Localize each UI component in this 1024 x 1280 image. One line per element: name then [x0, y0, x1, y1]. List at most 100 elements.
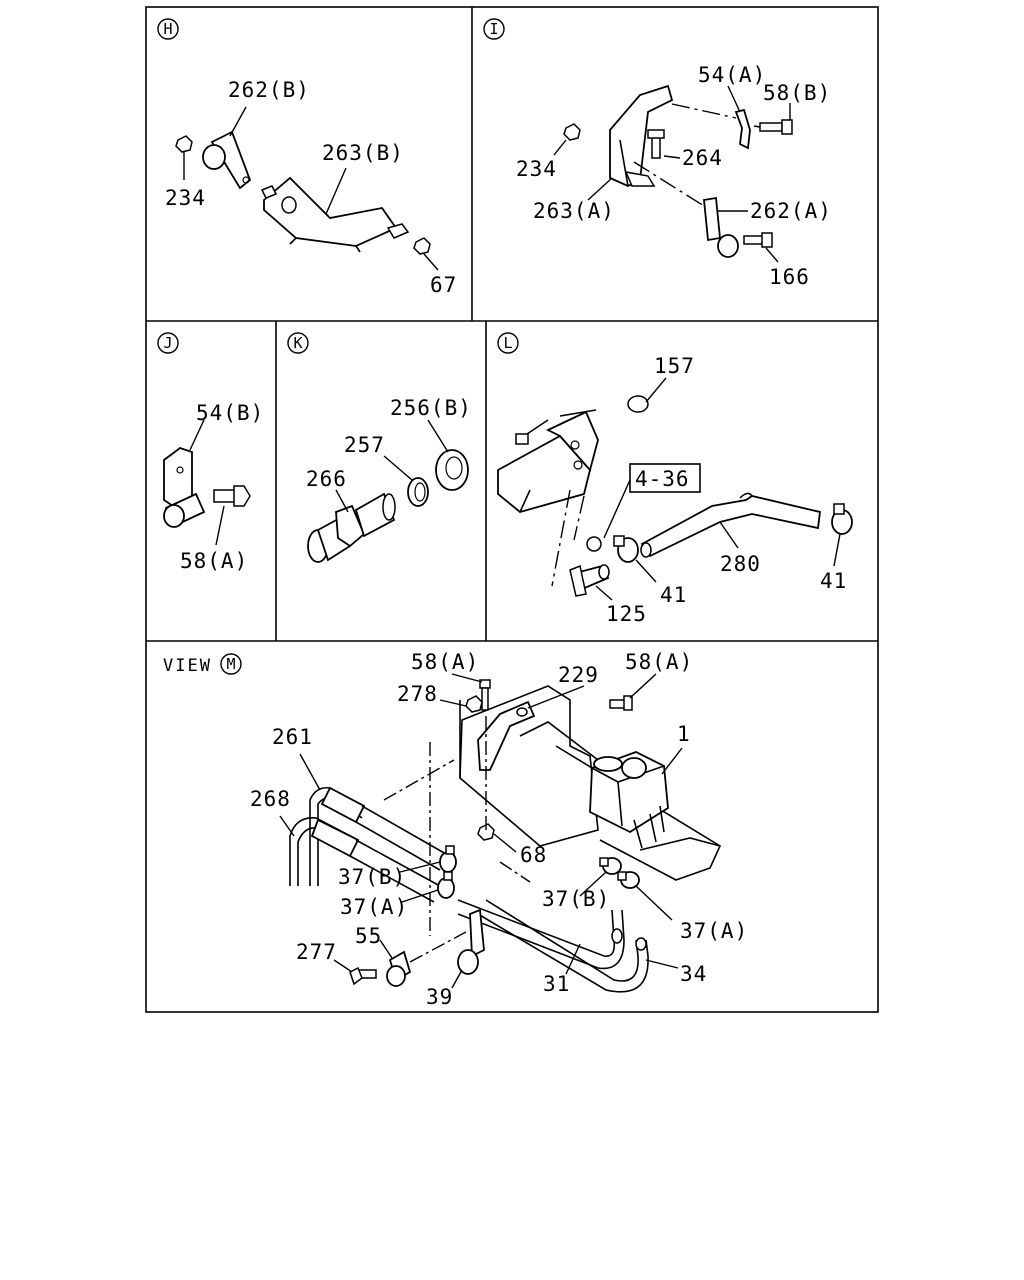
clamp-37a-left — [437, 871, 455, 899]
label-264: 264 — [682, 146, 723, 170]
label-234-i: 234 — [516, 157, 557, 181]
label-257: 257 — [344, 433, 385, 457]
label-ref-4-36: 4-36 — [635, 467, 690, 491]
clamp-37b-left — [439, 845, 457, 873]
label-280: 280 — [720, 552, 761, 576]
label-55: 55 — [355, 924, 382, 948]
view-title: VIEW M — [163, 653, 242, 676]
bracket-229 — [477, 700, 536, 771]
panel-frames — [145, 6, 879, 1013]
bolt-166 — [743, 232, 773, 248]
reservoir-1 — [589, 751, 669, 849]
bolt-277 — [349, 966, 377, 986]
label-277: 277 — [296, 940, 337, 964]
label-58a-right: 58(A) — [625, 650, 693, 674]
bolt-58b — [759, 119, 793, 135]
label-125: 125 — [606, 602, 647, 626]
pipe-125 — [569, 564, 610, 597]
label-229: 229 — [558, 663, 599, 687]
clamp-41-right — [831, 503, 853, 535]
label-266: 266 — [306, 467, 347, 491]
label-157: 157 — [654, 354, 695, 378]
label-262b: 262(B) — [228, 78, 310, 102]
label-58b: 58(B) — [763, 81, 831, 105]
panel-i: I — [483, 18, 832, 289]
label-37a-left: 37(A) — [340, 895, 408, 919]
panel-m: VIEW M — [163, 650, 748, 1009]
label-58a-j: 58(A) — [180, 549, 248, 573]
label-256b: 256(B) — [390, 396, 472, 420]
svg-text:L: L — [503, 334, 512, 352]
panel-h: H 262(B) 263(B) 234 67 — [157, 18, 457, 297]
nut-234 — [175, 135, 193, 153]
svg-text:VIEW: VIEW — [163, 656, 212, 676]
label-37a-right: 37(A) — [680, 919, 748, 943]
bracket-263b — [260, 176, 410, 253]
nut-68 — [477, 823, 495, 841]
clamp-37b-right — [599, 857, 622, 875]
pipe-31 — [457, 899, 625, 970]
panel-k: K 256(B) 257 266 — [287, 332, 472, 563]
ref-box: 4-36 — [629, 463, 701, 493]
bolt-264 — [647, 129, 665, 159]
label-37b-right: 37(B) — [542, 887, 610, 911]
clamp-41-left — [613, 535, 639, 563]
bolt-58a-j — [213, 485, 251, 507]
label-68: 68 — [520, 843, 547, 867]
panel-h-letter: H — [157, 18, 179, 40]
bolt-58a-top — [479, 679, 491, 711]
label-39: 39 — [426, 985, 453, 1009]
label-268: 268 — [250, 787, 291, 811]
svg-text:M: M — [226, 655, 235, 673]
label-41-right: 41 — [820, 569, 847, 593]
label-166: 166 — [769, 265, 810, 289]
ring-157 — [627, 395, 649, 413]
panel-j-letter: J — [157, 332, 179, 354]
nut-278 — [465, 695, 483, 713]
hose-280 — [640, 492, 821, 558]
panel-i-letter: I — [483, 18, 505, 40]
clip-54a — [734, 108, 751, 150]
clamp-262a — [703, 196, 739, 258]
hoses-37 — [310, 786, 447, 903]
label-58a-top: 58(A) — [411, 650, 479, 674]
svg-text:J: J — [163, 334, 172, 352]
bolt-58a-right — [609, 695, 633, 711]
clip-54b — [163, 446, 206, 528]
label-278: 278 — [397, 682, 438, 706]
panel-k-letter: K — [287, 332, 309, 354]
clamp-39 — [457, 908, 485, 975]
nut-256b — [435, 449, 469, 491]
svg-text:K: K — [293, 334, 302, 352]
label-31: 31 — [543, 972, 570, 996]
label-263b: 263(B) — [322, 141, 404, 165]
label-1: 1 — [677, 722, 691, 746]
bracket-55 — [386, 950, 412, 987]
label-263a: 263(A) — [533, 199, 615, 223]
label-262a: 262(A) — [750, 199, 832, 223]
nut-234-i — [563, 123, 581, 141]
label-67: 67 — [430, 273, 457, 297]
label-261: 261 — [272, 725, 313, 749]
clamp-37a-right — [617, 871, 640, 889]
svg-text:I: I — [489, 20, 498, 38]
label-54a: 54(A) — [698, 63, 766, 87]
nut-67 — [413, 237, 431, 255]
panel-l: L 4-36 — [497, 332, 853, 626]
svg-text:H: H — [163, 20, 172, 38]
ring-257 — [407, 477, 429, 507]
label-234: 234 — [165, 186, 206, 210]
panel-l-letter: L — [497, 332, 519, 354]
pipe-34 — [477, 899, 649, 993]
fitting-266 — [307, 492, 396, 563]
label-34: 34 — [680, 962, 707, 986]
label-37b-left: 37(B) — [338, 865, 406, 889]
panel-j: J 54(B) 58(A) — [157, 332, 264, 573]
bolt-l — [586, 536, 602, 552]
chassis-frame — [459, 685, 722, 881]
bracket-263a — [609, 84, 674, 187]
label-54b: 54(B) — [196, 401, 264, 425]
pump-body — [497, 409, 599, 513]
clamp-262b — [202, 130, 252, 190]
